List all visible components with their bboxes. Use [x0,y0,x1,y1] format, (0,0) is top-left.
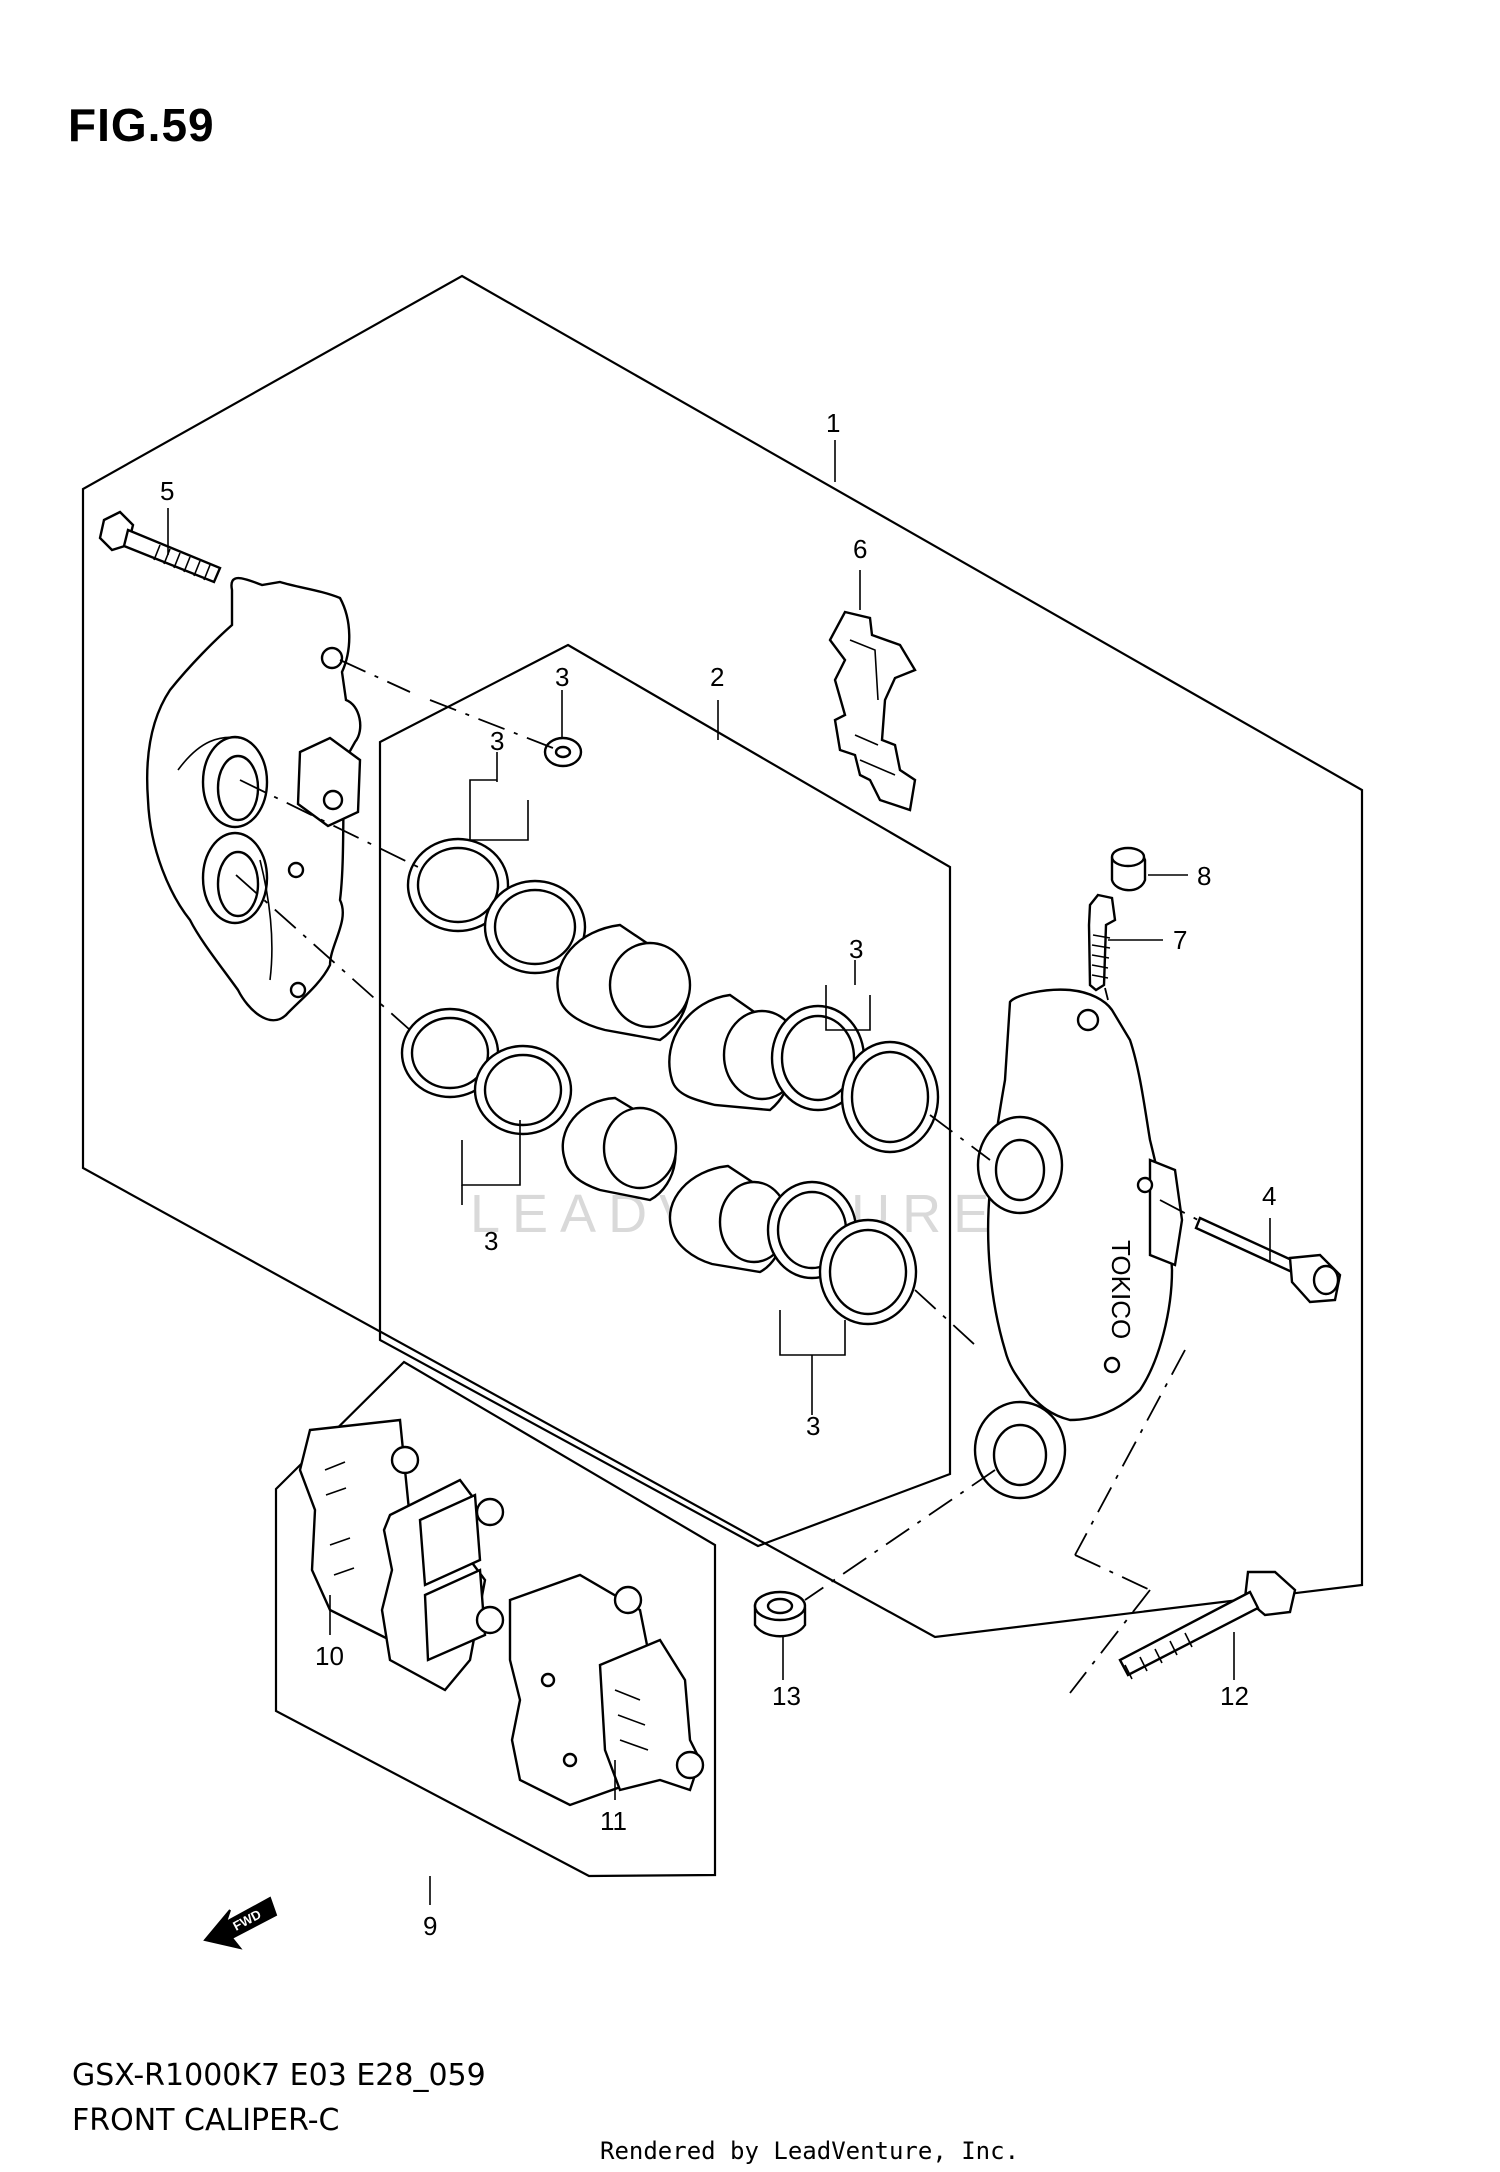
callout-10: 10 [315,1641,344,1671]
callout-5: 5 [160,476,174,506]
callout-3-lower-right: 3 [806,1411,820,1441]
callout-3-upper-right: 3 [849,934,863,964]
piston-seals-left-group [400,837,587,1136]
callout-leaders [167,440,1271,1905]
bracket-3-lower-right [779,1310,846,1356]
pad-spring-6 [828,610,917,812]
fwd-arrow-icon: FWD [203,1896,278,1950]
callout-1: 1 [826,408,840,438]
callout-4: 4 [1262,1181,1276,1211]
model-code: GSX-R1000K7 E03 E28_059 [72,2058,486,2093]
brake-pad-10 [298,1418,505,1692]
callout-3-lower-left: 3 [484,1226,498,1256]
assembly-frame-1 [81,274,1364,1639]
assembly-name: FRONT CALIPER-C [72,2103,340,2138]
mounting-bolt-12 [1118,1570,1297,1680]
callout-2: 2 [710,662,724,692]
bracket-3-lower-left [461,1120,521,1186]
assembly-centerlines [235,659,1199,1694]
callout-13: 13 [772,1681,801,1711]
left-caliper-half [145,576,362,1022]
washer-3-top [543,736,583,768]
bleeder-cap-8 [1110,846,1147,892]
caliper-bolt-5 [98,510,222,584]
pistons-left [556,923,692,1202]
pad-set-frame-9 [274,1360,717,1878]
callout-11: 11 [600,1806,627,1836]
callout-6: 6 [853,534,867,564]
bushing-13 [753,1590,807,1638]
callout-8: 8 [1197,861,1211,891]
callout-3-upper-left: 3 [490,726,504,756]
figure-title: FIG.59 [68,99,215,151]
caliper-stamp: TOKICO [1106,1240,1136,1339]
callout-12: 12 [1220,1681,1249,1711]
callout-7: 7 [1173,925,1187,955]
piston-kit-frame-2 [378,643,952,1548]
bleeder-valve-7 [1087,893,1117,992]
bracket-3-upper-left [469,779,529,841]
piston-seals-right-group [766,1004,940,1326]
pad-pin-4 [1194,1216,1342,1304]
pistons-right [668,993,802,1274]
callout-9: 9 [423,1911,437,1941]
brake-pad-11 [508,1573,705,1807]
callout-3-washer: 3 [555,662,569,692]
rendered-by-credit: Rendered by LeadVenture, Inc. [600,2137,1020,2165]
bracket-3-upper-right [825,985,871,1031]
right-caliper-half: TOKICO [973,988,1184,1500]
